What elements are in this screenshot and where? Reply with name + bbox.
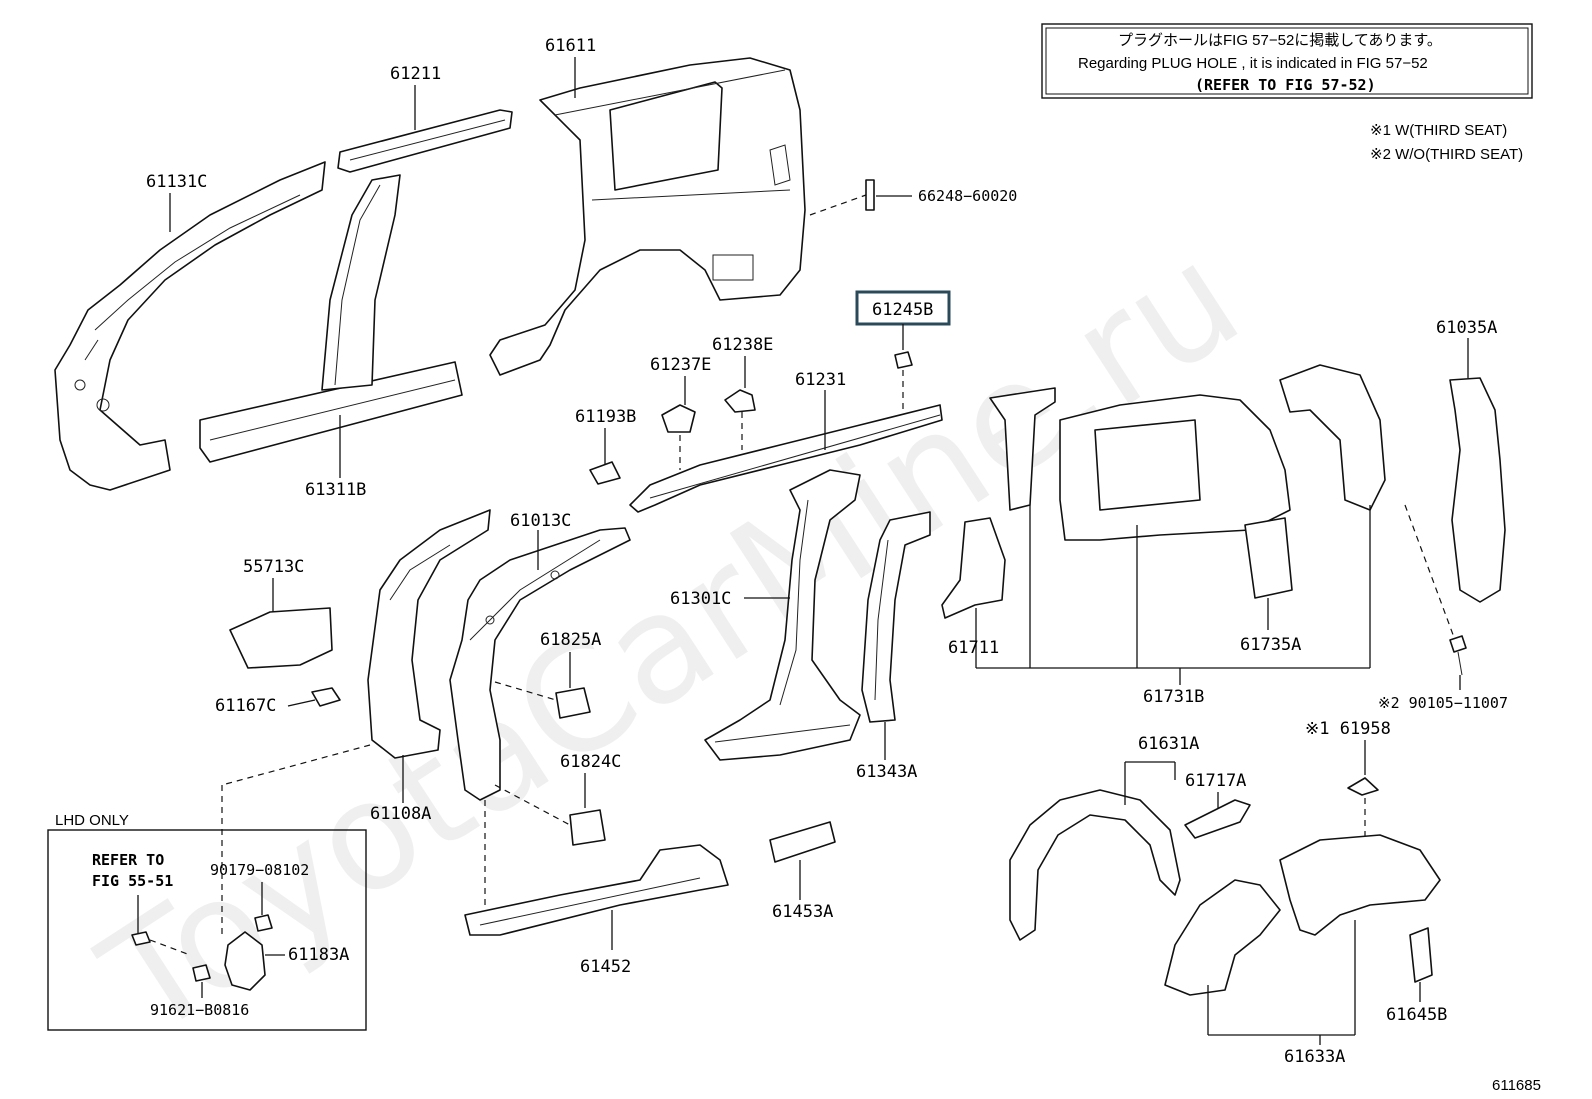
part-61193b-shape bbox=[589, 461, 621, 485]
part-label-90179[interactable]: 90179−08102 bbox=[210, 861, 309, 879]
lhd-refer-line1: REFER TO bbox=[92, 851, 164, 869]
part-label-61633a[interactable]: 61633A bbox=[1284, 1047, 1345, 1067]
part-61645b-shape bbox=[1409, 927, 1433, 983]
part-61301c-shape bbox=[704, 469, 861, 761]
part-label-61717a[interactable]: 61717A bbox=[1185, 771, 1246, 791]
part-61167c-shape bbox=[311, 687, 341, 707]
dash-lhd-link-a bbox=[221, 744, 371, 786]
part-91621-shape bbox=[192, 964, 211, 982]
part-label-55713c[interactable]: 55713C bbox=[243, 557, 304, 577]
dash-90105 bbox=[1404, 504, 1456, 641]
part-label-61193b[interactable]: 61193B bbox=[575, 407, 636, 427]
part-61311b-shape bbox=[199, 174, 463, 463]
part-label-61245b[interactable]: 61245B bbox=[872, 300, 933, 320]
part-label-61211[interactable]: 61211 bbox=[390, 64, 441, 84]
lhd-only-title: LHD ONLY bbox=[55, 812, 129, 829]
note-line-english: Regarding PLUG HOLE , it is indicated in… bbox=[1078, 55, 1428, 72]
part-label-61453a[interactable]: 61453A bbox=[772, 902, 833, 922]
part-lhd-bolt bbox=[131, 931, 151, 946]
part-61183a-shape bbox=[224, 931, 266, 991]
part-61611-shape bbox=[489, 57, 806, 376]
part-label-61237e[interactable]: 61237E bbox=[650, 355, 711, 375]
part-90105-shape bbox=[1449, 635, 1467, 676]
part-61711-shape bbox=[941, 517, 1006, 619]
part-label-61958[interactable]: ※1 61958 bbox=[1305, 719, 1391, 739]
part-61825a-shape bbox=[555, 687, 591, 719]
part-61343a-shape bbox=[861, 511, 931, 723]
part-61237e-shape bbox=[661, 404, 696, 433]
part-label-61735a[interactable]: 61735A bbox=[1240, 635, 1301, 655]
part-label-61825a[interactable]: 61825A bbox=[540, 630, 601, 650]
part-label-61343a[interactable]: 61343A bbox=[856, 762, 917, 782]
part-61717a-shape bbox=[1184, 799, 1251, 839]
part-66248-shape bbox=[865, 179, 875, 211]
dash-61824c bbox=[494, 784, 571, 826]
part-61231-shape bbox=[629, 404, 943, 513]
part-label-61311b[interactable]: 61311B bbox=[305, 480, 366, 500]
part-label-61301c[interactable]: 61301C bbox=[670, 589, 731, 609]
dash-66248 bbox=[809, 194, 867, 216]
part-61631a-shape bbox=[1009, 789, 1181, 941]
part-61238e-shape bbox=[724, 389, 756, 413]
part-label-61711[interactable]: 61711 bbox=[948, 638, 999, 658]
part-55713c-shape bbox=[229, 607, 333, 669]
part-label-91621[interactable]: 91621−B0816 bbox=[150, 1001, 249, 1019]
note-line-japanese: プラグホールはFIG 57−52に掲載してあります。 bbox=[1118, 32, 1442, 49]
part-label-61824c[interactable]: 61824C bbox=[560, 752, 621, 772]
part-label-61013c[interactable]: 61013C bbox=[510, 511, 571, 531]
part-61108a-shape bbox=[367, 509, 491, 759]
part-61452-shape bbox=[464, 844, 729, 936]
part-61211-shape bbox=[337, 109, 513, 173]
part-label-61035a[interactable]: 61035A bbox=[1436, 318, 1497, 338]
part-label-61631a[interactable]: 61631A bbox=[1138, 734, 1199, 754]
legend-item-2: ※2 W/O(THIRD SEAT) bbox=[1370, 146, 1523, 163]
part-61035a-shape bbox=[1449, 377, 1506, 603]
figure-id: 611685 bbox=[1492, 1077, 1541, 1094]
legend-item-1: ※1 W(THIRD SEAT) bbox=[1370, 122, 1507, 139]
part-label-61131c[interactable]: 61131C bbox=[146, 172, 207, 192]
part-label-61167c[interactable]: 61167C bbox=[215, 696, 276, 716]
note-box: プラグホールはFIG 57−52に掲載してあります。 Regarding PLU… bbox=[1041, 23, 1533, 99]
part-61453a-shape bbox=[769, 821, 836, 863]
part-61245b-shape bbox=[894, 351, 913, 369]
note-line-refer: (REFER TO FIG 57-52) bbox=[1195, 76, 1376, 94]
part-label-61645b[interactable]: 61645B bbox=[1386, 1005, 1447, 1025]
part-label-61238e[interactable]: 61238E bbox=[712, 335, 773, 355]
part-61731b-shape bbox=[989, 364, 1386, 599]
part-61633a-shape bbox=[1164, 834, 1441, 996]
lhd-refer-line2: FIG 55-51 bbox=[92, 872, 173, 890]
part-61131c-shape bbox=[54, 161, 326, 491]
lhd-only-box: LHD ONLY REFER TO FIG 55-51 90179−08102 … bbox=[47, 812, 367, 1031]
part-61958-shape bbox=[1347, 777, 1379, 796]
part-label-61731b[interactable]: 61731B bbox=[1143, 687, 1204, 707]
part-61013c-shape bbox=[449, 527, 631, 801]
part-label-61231[interactable]: 61231 bbox=[795, 370, 846, 390]
dash-lhd-bolt bbox=[149, 939, 191, 956]
leader-61167c bbox=[287, 699, 316, 707]
part-61824c-shape bbox=[569, 809, 606, 846]
part-label-61611[interactable]: 61611 bbox=[545, 36, 596, 56]
part-label-61108a[interactable]: 61108A bbox=[370, 804, 431, 824]
part-label-66248[interactable]: 66248−60020 bbox=[918, 187, 1017, 205]
part-label-90105[interactable]: ※2 90105−11007 bbox=[1378, 694, 1508, 712]
part-label-61183a[interactable]: 61183A bbox=[288, 945, 349, 965]
part-90179-shape bbox=[254, 914, 273, 932]
part-label-61452[interactable]: 61452 bbox=[580, 957, 631, 977]
